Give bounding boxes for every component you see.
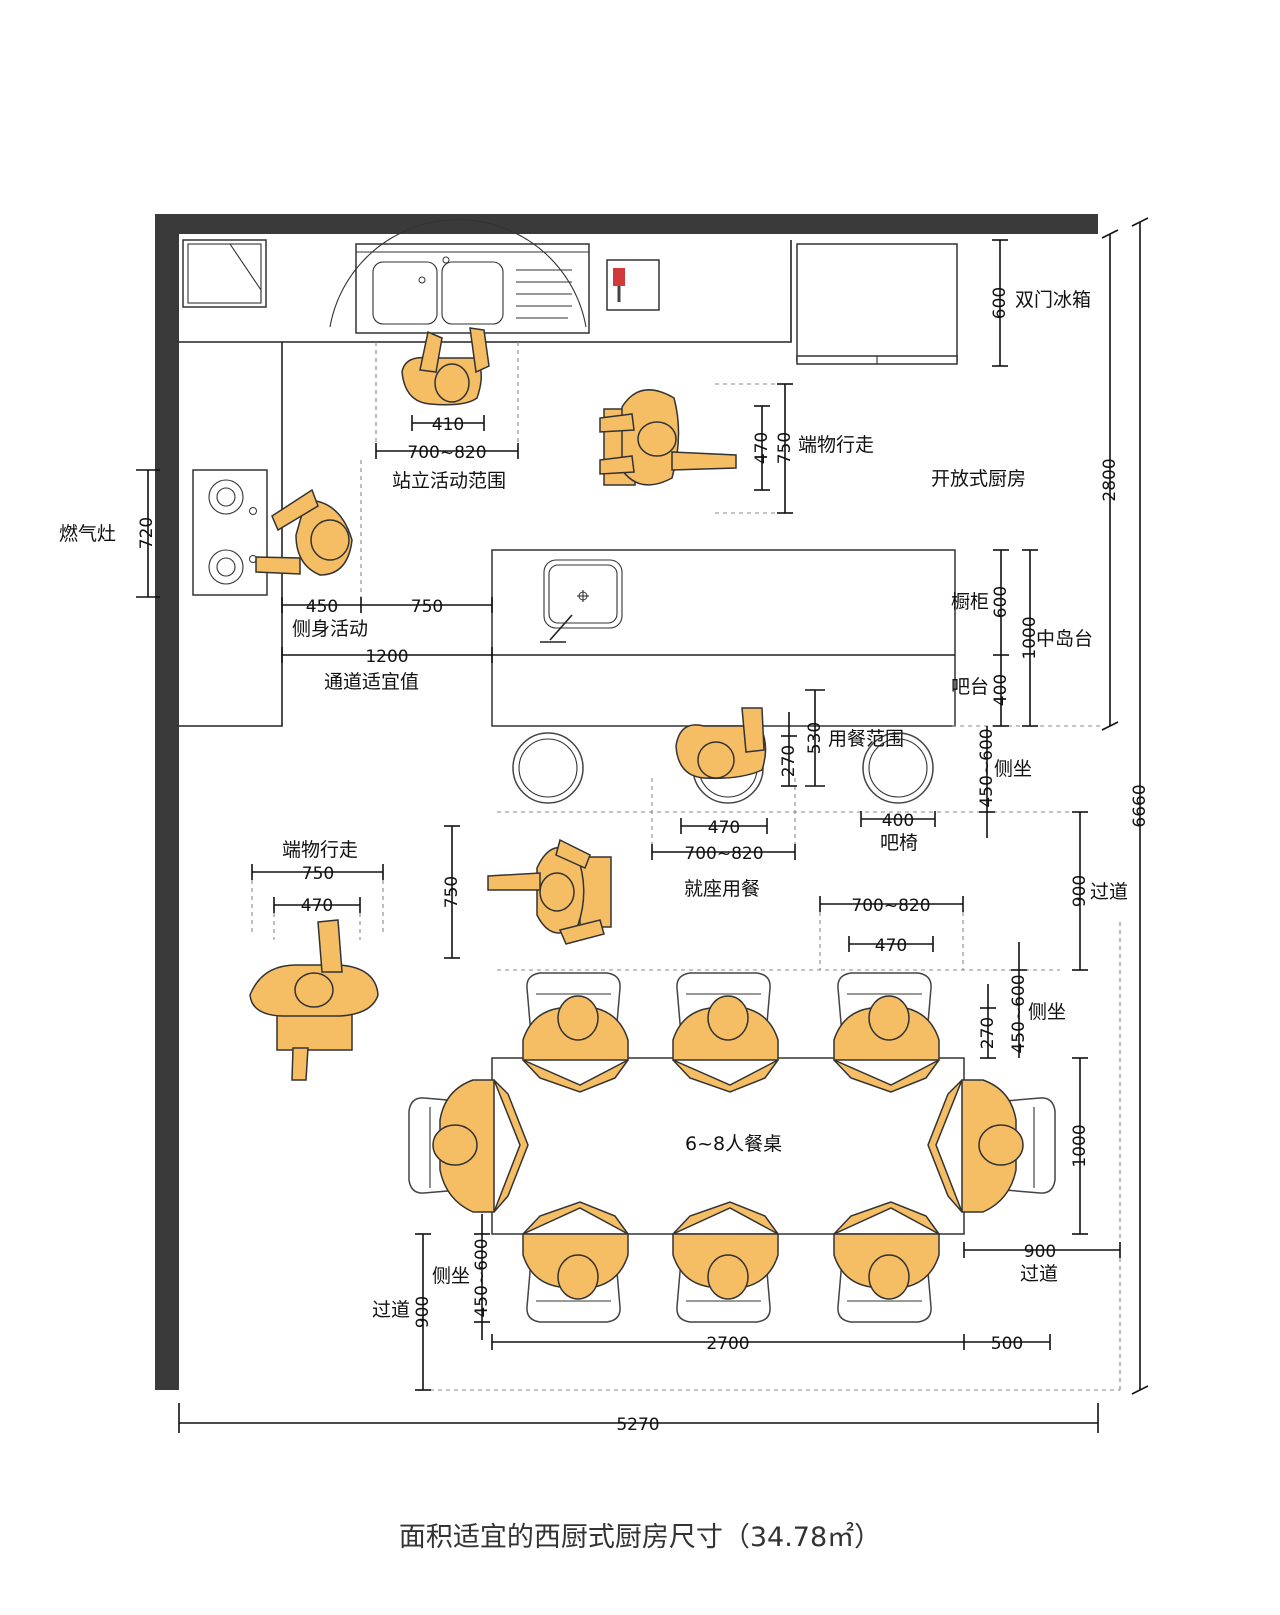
dim-6660: 6660 [1130, 784, 1150, 827]
dim-270-table: 270 [978, 1017, 998, 1049]
dim-1000-island: 1000 [1020, 616, 1040, 659]
dim-720: 720 [137, 517, 157, 549]
dim-2700: 2700 [706, 1334, 749, 1354]
label-side-sit-2: 侧坐 [1028, 1001, 1066, 1023]
dim-750-left: 750 [302, 864, 334, 884]
person-bar [675, 707, 767, 780]
left-counter-edge [179, 342, 283, 727]
dim-900-left: 900 [413, 1296, 433, 1328]
dim-450-600-table: 450~600 [1009, 974, 1029, 1053]
caption: 面积适宜的西厨式厨房尺寸（34.78㎡） [399, 1522, 881, 1553]
label-aisle-left: 过道 [372, 1299, 410, 1321]
person-stove [255, 488, 353, 576]
dim-1000-table: 1000 [1070, 1124, 1090, 1167]
person-sink [401, 327, 490, 406]
dim-900-aisle: 900 [1070, 875, 1090, 907]
label-aisle-bottom-right: 过道 [1020, 1263, 1058, 1285]
left-wall [155, 214, 179, 1390]
person-carry-left [249, 919, 379, 1081]
dim-470-vert: 470 [752, 432, 772, 464]
diner-top-1 [522, 995, 629, 1093]
cutting-board-icon [606, 259, 660, 311]
dim-470-left: 470 [301, 896, 333, 916]
label-seated-dining: 就座用餐 [684, 878, 760, 900]
tray-box-left [276, 1013, 353, 1051]
dim-750-vert: 750 [775, 432, 795, 464]
dim-450-600-left: 450~600 [472, 1238, 492, 1317]
kitchen-island [491, 549, 956, 727]
label-bar-stool: 吧椅 [880, 832, 918, 854]
dim-470-bar: 470 [708, 818, 740, 838]
label-dining-table: 6~8人餐桌 [685, 1133, 782, 1155]
diner-left [432, 1079, 529, 1213]
dim-700-820-bar: 700~820 [684, 844, 763, 864]
dim-530: 530 [805, 722, 825, 754]
dimension-lines [136, 217, 1149, 1433]
dim-450-stove: 450 [306, 597, 338, 617]
label-carry-walk-left: 端物行走 [282, 839, 358, 861]
label-side-sit-1: 侧坐 [994, 758, 1032, 780]
dim-470-table: 470 [875, 936, 907, 956]
bar-stool-left [512, 732, 584, 804]
label-side-sit-3: 侧坐 [432, 1265, 470, 1287]
diner-right [927, 1079, 1024, 1213]
dim-600-cabinet: 600 [991, 586, 1011, 618]
label-fridge: 双门冰箱 [1015, 289, 1091, 311]
gas-stove [192, 469, 268, 596]
label-passage-value: 通道适宜值 [324, 671, 419, 693]
dim-700-820-table: 700~820 [851, 896, 930, 916]
label-aisle-right: 过道 [1090, 881, 1128, 903]
upper-counter-edge [179, 240, 792, 343]
diner-bottom-3 [833, 1201, 940, 1300]
dim-2800: 2800 [1100, 458, 1120, 501]
label-side-activity: 侧身活动 [292, 618, 368, 640]
reference-lines [251, 342, 1121, 1391]
dim-750-seated: 750 [442, 876, 462, 908]
person-seated-dining [487, 838, 605, 945]
dim-270-bar: 270 [779, 745, 799, 777]
dim-400-bar: 400 [991, 674, 1011, 706]
double-door-fridge [796, 243, 958, 365]
diner-bottom-2 [672, 1201, 779, 1300]
top-wall [155, 214, 1098, 234]
diner-top-3 [833, 995, 940, 1093]
corner-appliance [182, 239, 267, 308]
dim-900-bottom: 900 [1024, 1242, 1056, 1262]
label-gas-stove: 燃气灶 [59, 523, 116, 545]
dim-400-stool: 400 [882, 811, 914, 831]
diner-top-2 [672, 995, 779, 1093]
dim-450-600-bar: 450~600 [977, 728, 997, 807]
dim-5270: 5270 [616, 1415, 659, 1435]
label-dining-range: 用餐范围 [828, 728, 904, 750]
dim-600-fridge: 600 [990, 287, 1010, 319]
label-cabinet: 橱柜 [951, 591, 989, 613]
dim-750-mid: 750 [411, 597, 443, 617]
dim-410: 410 [432, 415, 464, 435]
diner-bottom-1 [522, 1201, 629, 1300]
dim-700-820-top: 700~820 [407, 443, 486, 463]
label-standing-range: 站立活动范围 [392, 470, 506, 492]
label-bar-counter: 吧台 [951, 676, 989, 698]
dim-500: 500 [991, 1334, 1023, 1354]
person-carry-top [599, 389, 737, 486]
bar-stool-right [862, 732, 934, 804]
double-sink [329, 219, 590, 334]
dim-1200: 1200 [365, 647, 408, 667]
label-open-kitchen: 开放式厨房 [931, 468, 1026, 490]
label-island: 中岛台 [1036, 628, 1093, 650]
label-carry-walk-top: 端物行走 [798, 434, 874, 456]
